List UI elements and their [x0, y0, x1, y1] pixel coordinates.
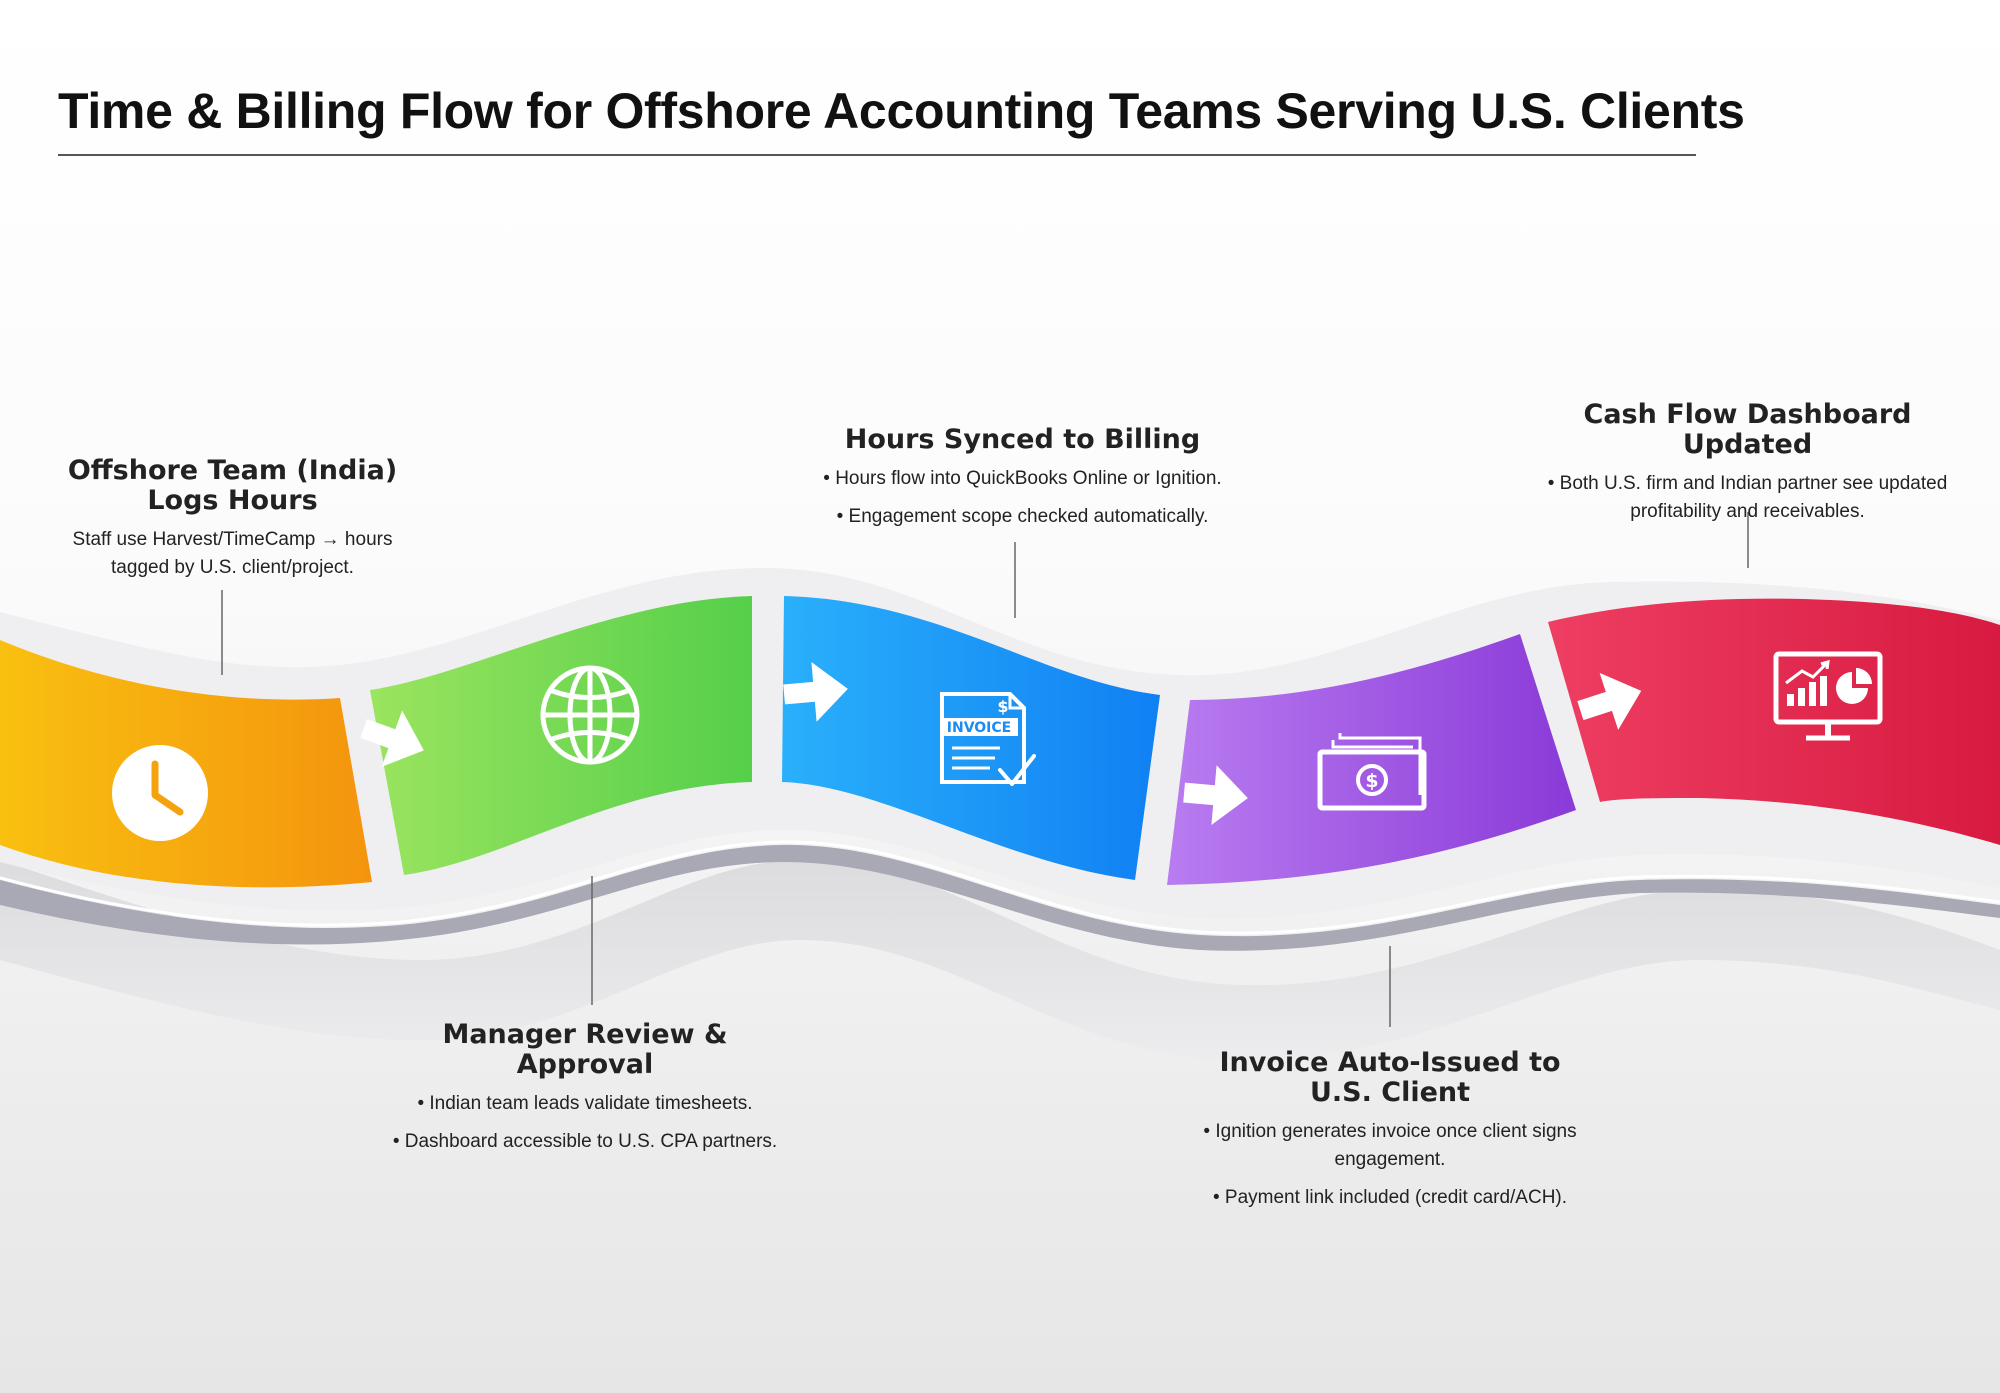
step-3-segment — [782, 596, 1160, 880]
globe-icon — [540, 665, 640, 765]
invoice-dollar: $ — [997, 697, 1008, 716]
step-2-callout: Manager Review & Approval • Indian team … — [370, 1020, 800, 1156]
step-3-heading: Hours Synced to Billing — [844, 424, 1201, 455]
step-3-callout: Hours Synced to Billing • Hours flow int… — [780, 425, 1265, 531]
step-3-description: • Hours flow into QuickBooks Online or I… — [823, 468, 1222, 527]
money-icon: $ — [1317, 733, 1427, 811]
step-1-description: Staff use Harvest/TimeCamp → hours tagge… — [72, 529, 393, 578]
ribbon-shadow — [0, 860, 2000, 1060]
arrow-icon — [360, 710, 424, 767]
step-1-callout: Offshore Team (India) Logs Hours Staff u… — [50, 456, 415, 582]
step-2-description: • Indian team leads validate timesheets.… — [392, 1093, 778, 1152]
page-title: Time & Billing Flow for Offshore Account… — [58, 83, 1745, 139]
step-2-heading: Manager Review & Approval — [442, 1019, 728, 1080]
arrow-icon — [1577, 672, 1642, 730]
invoice-label: INVOICE — [947, 720, 1011, 736]
title-divider — [58, 154, 1696, 156]
step-5-callout: Cash Flow Dashboard Updated • Both U.S. … — [1530, 400, 1965, 526]
step-4-heading: Invoice Auto-Issued to U.S. Client — [1219, 1047, 1561, 1108]
step-4-callout: Invoice Auto-Issued to U.S. Client • Ign… — [1180, 1048, 1600, 1212]
step-4-description: • Ignition generates invoice once client… — [1203, 1121, 1577, 1208]
arrow-icon — [783, 661, 848, 722]
money-dollar: $ — [1365, 770, 1378, 792]
step-5-heading: Cash Flow Dashboard Updated — [1583, 399, 1912, 460]
ribbon-edge — [0, 844, 2000, 951]
step-1-heading: Offshore Team (India) Logs Hours — [67, 455, 398, 516]
dashboard-icon — [1773, 651, 1883, 741]
ribbon-highlight — [0, 840, 2000, 935]
step-5-description: • Both U.S. firm and Indian partner see … — [1547, 473, 1948, 522]
arrow-icon — [1183, 765, 1248, 826]
clock-icon — [112, 745, 208, 841]
invoice-icon: INVOICE $ — [940, 692, 1036, 786]
step-5-segment — [1548, 598, 2000, 845]
step-4-segment — [1167, 634, 1576, 885]
